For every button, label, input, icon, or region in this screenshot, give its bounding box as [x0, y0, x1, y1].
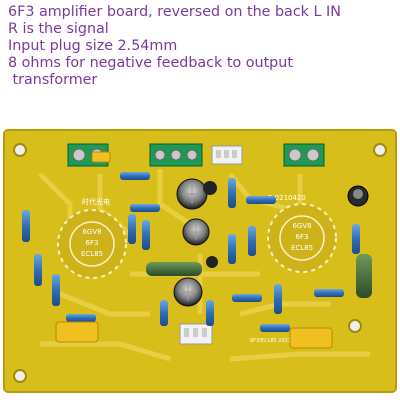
film-capacitors — [55, 151, 333, 349]
tube-socket-right: 6GV8 6F3 ECL85 — [267, 203, 337, 273]
capacitor-5 — [203, 181, 218, 268]
mounting-holes — [13, 143, 387, 383]
silkscreen-bottom: 6F3/ECL85 2021.10 — [250, 338, 299, 344]
amplifier-board-photo: 6GV8 6F3 ECL85 6GV8 6F3 ECL85 时代光电 2 021… — [0, 114, 400, 400]
silkscreen-brand: 时代光电 — [82, 197, 110, 206]
caption-line: 8 ohms for negative feedback to output — [8, 55, 293, 71]
socket-label: 6F3 — [296, 233, 309, 241]
caption-line: R is the signal — [8, 21, 109, 37]
caption-line: 6F3 amplifier board, reversed on the bac… — [8, 4, 341, 20]
tube-socket-left: 6GV8 6F3 ECL85 — [57, 209, 127, 279]
screw-terminal-right — [283, 143, 325, 167]
capacitor-1 — [176, 178, 208, 210]
capacitor-4 — [347, 185, 369, 207]
caption-line: Input plug size 2.54mm — [8, 38, 178, 54]
socket-label: 6F3 — [86, 239, 99, 247]
caption-line: transformer — [8, 72, 98, 88]
resistors — [22, 172, 360, 332]
input-connector-top — [211, 145, 243, 165]
capacitor-3 — [173, 277, 203, 307]
capacitor-2 — [182, 218, 210, 246]
socket-label: 6GV8 — [82, 228, 101, 236]
socket-label: 6GV8 — [292, 222, 311, 230]
socket-label: ECL85 — [291, 244, 313, 252]
socket-label: ECL85 — [81, 250, 103, 258]
screw-terminal-center — [149, 143, 203, 167]
input-connector-bottom — [179, 323, 213, 345]
caption-text: 6F3 amplifier board, reversed on the bac… — [8, 4, 398, 89]
silkscreen-code: 2 0210420 — [268, 194, 306, 202]
power-resistors — [146, 254, 372, 298]
